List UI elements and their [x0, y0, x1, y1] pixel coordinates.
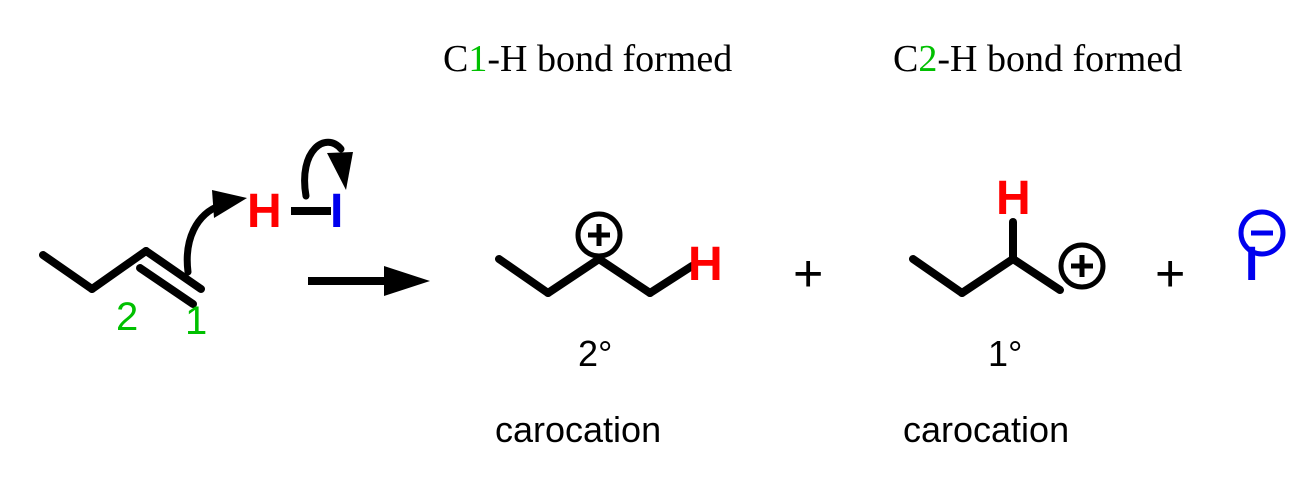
product-2-type-label: carocation [903, 409, 1070, 450]
product-1-skeleton [495, 255, 696, 297]
bond-c4-c3 [39, 251, 96, 293]
product-1-type-label: carocation [495, 409, 662, 450]
reagent-iodine-label: I [330, 185, 344, 238]
heading-c2-prefix: C [893, 38, 919, 80]
p1-bond-to-h [646, 262, 696, 297]
p2-bond-3 [1009, 255, 1064, 294]
heading-c1-suffix: -H bond formed [487, 38, 733, 80]
curved-arrow-hi-to-i [301, 138, 353, 200]
curved-arrow-pi-to-h [183, 190, 247, 276]
product-1-degree-label: 2° [578, 333, 613, 374]
separator-plus-1: + [793, 245, 824, 303]
p1-bond-2 [544, 255, 603, 297]
reaction-arrow [308, 266, 430, 296]
heading-c2-index: 2 [918, 38, 938, 80]
p1-plus-charge-icon [575, 211, 623, 259]
carbon-label-1: 1 [185, 299, 207, 343]
carbon-label-2: 2 [116, 295, 138, 339]
heading-c2-h-bond-formed: C2-H bond formed [893, 40, 1182, 78]
heading-c1-index: 1 [468, 38, 488, 80]
bond-c2-c1-line-a [142, 247, 205, 293]
bond-c3-c2 [88, 247, 150, 293]
p1-bond-1 [495, 255, 552, 297]
reagent-hydrogen-label: H [247, 185, 282, 238]
product-1-hydrogen-label: H [688, 238, 723, 291]
p2-bond-2 [958, 255, 1017, 297]
alkene-skeleton [39, 247, 205, 308]
p1-bond-3 [595, 255, 654, 297]
heading-c2-suffix: -H bond formed [937, 38, 1183, 80]
p2-plus-charge-icon [1058, 242, 1106, 290]
product-2-degree-label: 1° [988, 333, 1023, 374]
separator-plus-2: + [1155, 245, 1186, 303]
product-2-hydrogen-label: H [996, 172, 1031, 225]
heading-c1-prefix: C [443, 38, 469, 80]
p2-bond-1 [909, 255, 966, 297]
iodide-anion-label: I [1245, 238, 1259, 291]
heading-c1-h-bond-formed: C1-H bond formed [443, 40, 732, 78]
bond-c2-c1-line-b [136, 264, 197, 308]
product-2-skeleton [909, 218, 1064, 297]
